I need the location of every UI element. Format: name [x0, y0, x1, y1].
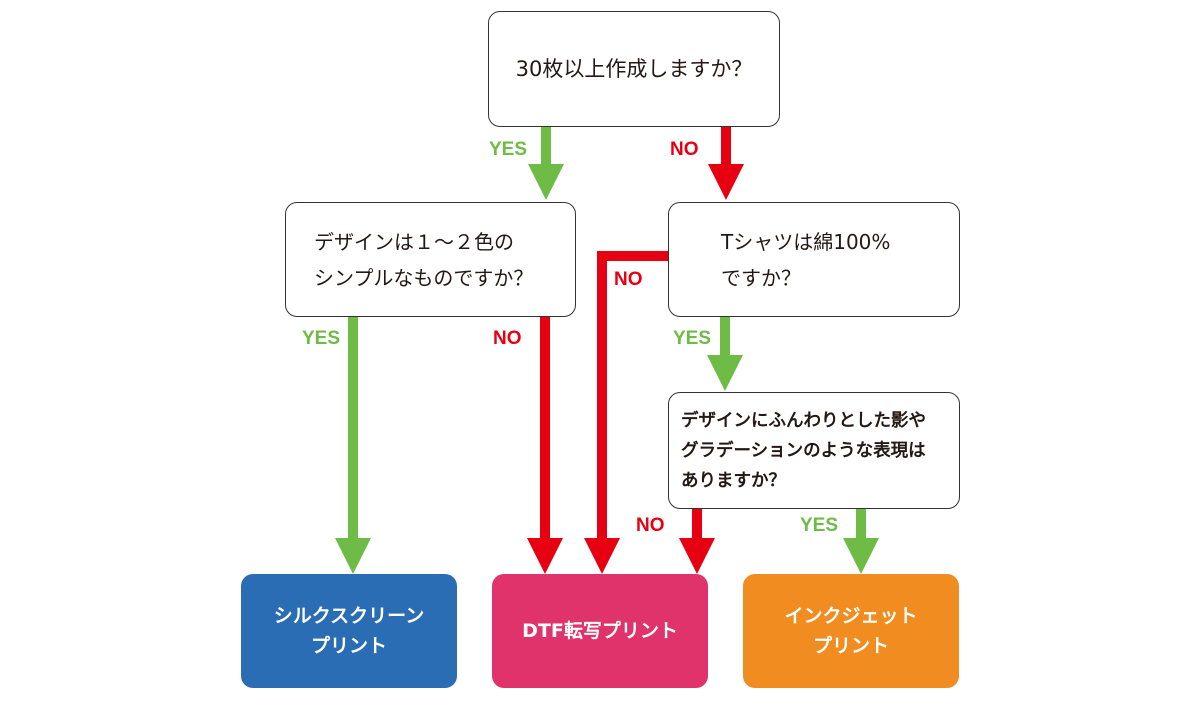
- no-label-q4: NO: [636, 515, 665, 536]
- no-label-q3: NO: [614, 269, 643, 290]
- arrow-q4-no: [679, 509, 715, 574]
- question-text-q1: 30枚以上作成しますか？: [515, 57, 753, 81]
- result-text-dtf: DTF転写プリント: [522, 620, 678, 642]
- yes-label-q1: YES: [489, 139, 528, 160]
- arrow-q2-no: [527, 317, 563, 574]
- result-text-silkscreen: シルクスクリーン プリント: [273, 605, 425, 657]
- yes-label-q2: YES: [302, 328, 341, 349]
- arrow-q4-yes: [843, 509, 879, 574]
- question-text-q2: デザインは１〜２色の シンプルなものですか？: [314, 229, 534, 290]
- result-box-inkjet: インクジェット プリント: [743, 574, 959, 688]
- question-box-q3: Tシャツは綿100% ですか？: [668, 202, 960, 317]
- yes-label-q4: YES: [800, 515, 839, 536]
- no-label-q2: NO: [493, 328, 522, 349]
- question-box-q2: デザインは１〜２色の シンプルなものですか？: [285, 202, 576, 317]
- arrow-q3-yes: [707, 317, 743, 391]
- result-box-dtf: DTF転写プリント: [492, 574, 708, 688]
- result-text-inkjet: インクジェット プリント: [784, 605, 918, 657]
- question-box-q4: デザインにふんわりとした影や グラデーションのような表現は ありますか？: [668, 392, 960, 509]
- arrow-q3-no: [584, 251, 668, 574]
- question-text-q4: デザインにふんわりとした影や グラデーションのような表現は ありますか？: [681, 410, 926, 491]
- result-box-silkscreen: シルクスクリーン プリント: [241, 574, 457, 688]
- yes-label-q3: YES: [673, 328, 712, 349]
- arrow-q2-yes: [335, 317, 371, 574]
- no-label-q1: NO: [670, 139, 699, 160]
- question-box-q1: 30枚以上作成しますか？: [488, 11, 780, 127]
- question-text-q3: Tシャツは綿100% ですか？: [721, 229, 891, 290]
- arrow-q1-no: [708, 127, 744, 200]
- arrow-q1-yes: [528, 127, 564, 200]
